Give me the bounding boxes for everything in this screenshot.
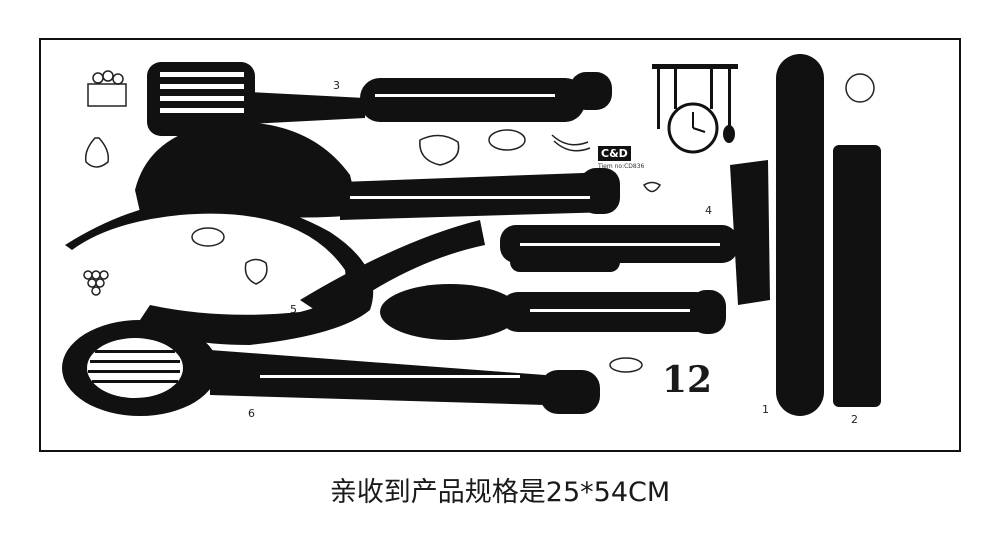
- piece-number-1: 1: [762, 403, 769, 416]
- short-bar-sticker: [833, 145, 881, 407]
- piece-number-3: 3: [333, 79, 340, 92]
- nut-icon: [488, 129, 526, 151]
- sliced-fruit-icon: [191, 227, 225, 247]
- grapes-icon: [83, 270, 109, 296]
- pear-icon: [84, 137, 110, 168]
- strawberry-icon: [642, 181, 662, 193]
- tomato-icon: [845, 73, 875, 103]
- apple-icon: [244, 258, 268, 285]
- clock-icon: [667, 102, 719, 154]
- knife-sticker: [500, 160, 770, 305]
- peas-icon: [609, 357, 643, 373]
- fruit-basket-icon: [87, 70, 127, 107]
- size-caption: 亲收到产品规格是25*54CM: [329, 477, 671, 508]
- piece-number-6: 6: [248, 407, 255, 420]
- clock-numeral-twelve: 12: [662, 359, 713, 401]
- utensil-rail-clock-sticker: [652, 64, 738, 143]
- ladle-sticker: [65, 198, 485, 345]
- item-number: Tiem no:CD836: [598, 163, 645, 170]
- brand-logo: C&D: [598, 146, 631, 161]
- tall-bar-sticker: [776, 54, 824, 416]
- bananas-icon: [551, 134, 591, 152]
- piece-number-4: 4: [705, 204, 712, 217]
- piece-number-2: 2: [851, 413, 858, 426]
- piece-number-5: 5: [290, 303, 297, 316]
- bell-pepper-icon: [419, 134, 460, 166]
